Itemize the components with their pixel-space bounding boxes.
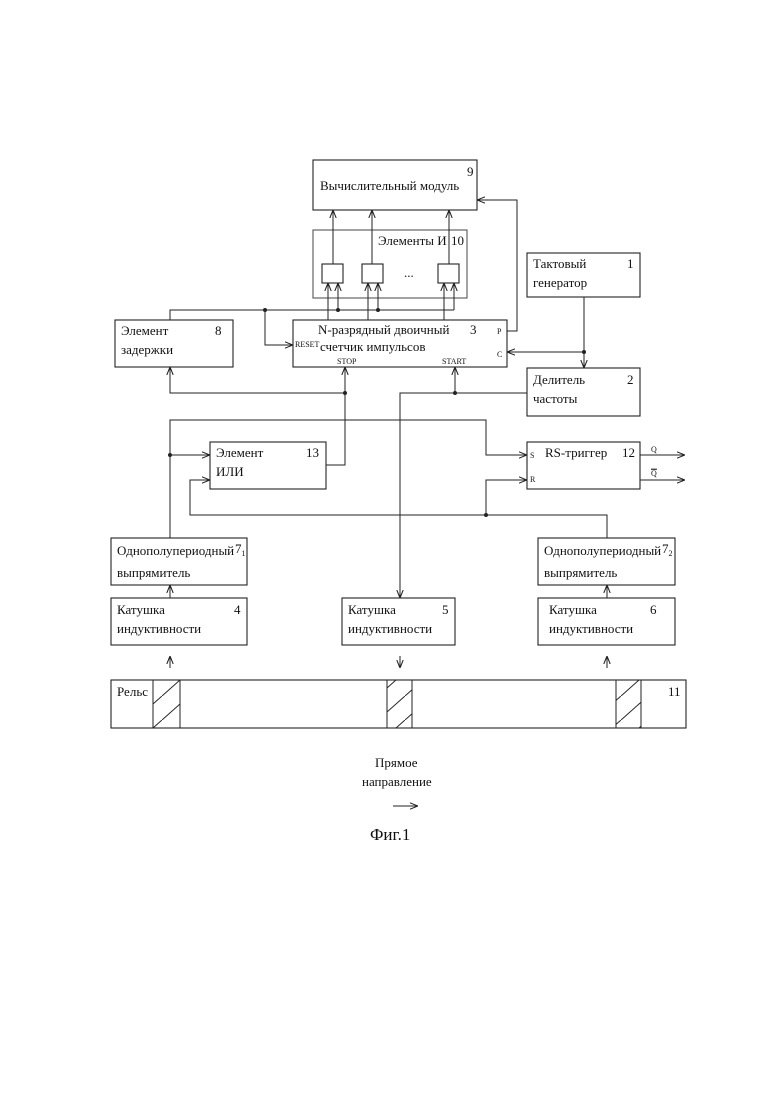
svg-text:выпрямитель: выпрямитель bbox=[117, 565, 190, 580]
svg-text:3: 3 bbox=[470, 322, 477, 337]
block-number: 10 bbox=[451, 233, 464, 248]
svg-text:R: R bbox=[530, 475, 536, 484]
block-rail: Рельс 11 bbox=[111, 680, 686, 728]
block-binary-counter: N-разрядный двоичный счетчик импульсов 3… bbox=[293, 320, 507, 367]
direction-label: Прямое bbox=[375, 755, 418, 770]
block-rectifier-1: Однополупериодный выпрямитель 71 bbox=[111, 538, 247, 585]
gates-ellipsis: ... bbox=[404, 265, 414, 280]
svg-text:Катушка: Катушка bbox=[117, 602, 165, 617]
direction-label: направление bbox=[362, 774, 432, 789]
svg-text:RS-триггер: RS-триггер bbox=[545, 445, 607, 460]
svg-text:счетчик импульсов: счетчик импульсов bbox=[320, 339, 425, 354]
svg-text:Элемент: Элемент bbox=[121, 323, 169, 338]
svg-text:Катушка: Катушка bbox=[549, 602, 597, 617]
block-rectifier-2: Однополупериодный выпрямитель 72 bbox=[538, 538, 675, 585]
svg-text:индуктивности: индуктивности bbox=[348, 621, 432, 636]
svg-text:генератор: генератор bbox=[533, 275, 587, 290]
svg-text:задержки: задержки bbox=[121, 342, 173, 357]
block-label: Вычислительный модуль bbox=[320, 178, 459, 193]
and-gate bbox=[322, 264, 343, 283]
svg-text:1: 1 bbox=[627, 256, 634, 271]
rail-section-hatched bbox=[616, 680, 641, 728]
block-coil-6: Катушка индуктивности 6 bbox=[538, 598, 675, 645]
svg-text:12: 12 bbox=[622, 445, 635, 460]
svg-text:Катушка: Катушка bbox=[348, 602, 396, 617]
rail-section-hatched bbox=[387, 680, 412, 728]
svg-text:Элемент: Элемент bbox=[216, 445, 264, 460]
svg-text:2: 2 bbox=[627, 372, 634, 387]
figure-caption: Фиг.1 bbox=[370, 825, 410, 844]
svg-text:START: START bbox=[442, 357, 466, 366]
block-label: Элементы И bbox=[378, 233, 447, 248]
block-computing-module: Вычислительный модуль 9 bbox=[313, 160, 477, 210]
svg-text:индуктивности: индуктивности bbox=[117, 621, 201, 636]
svg-text:Делитель: Делитель bbox=[533, 372, 585, 387]
svg-text:Q: Q bbox=[651, 445, 657, 454]
svg-text:13: 13 bbox=[306, 445, 319, 460]
svg-text:6: 6 bbox=[650, 602, 657, 617]
and-gate bbox=[362, 264, 383, 283]
svg-text:выпрямитель: выпрямитель bbox=[544, 565, 617, 580]
svg-text:частоты: частоты bbox=[533, 391, 578, 406]
svg-text:P: P bbox=[497, 327, 502, 336]
and-gate bbox=[438, 264, 459, 283]
block-frequency-divider: Делитель частоты 2 bbox=[527, 368, 640, 416]
svg-text:5: 5 bbox=[442, 602, 449, 617]
block-or-element: Элемент ИЛИ 13 bbox=[210, 442, 326, 489]
svg-text:4: 4 bbox=[234, 602, 241, 617]
block-coil-5: Катушка индуктивности 5 bbox=[342, 598, 455, 645]
svg-text:Тактовый: Тактовый bbox=[533, 256, 586, 271]
svg-text:Однополупериодный: Однополупериодный bbox=[117, 543, 234, 558]
svg-text:8: 8 bbox=[215, 323, 222, 338]
svg-text:N-разрядный двоичный: N-разрядный двоичный bbox=[318, 322, 449, 337]
svg-text:индуктивности: индуктивности bbox=[549, 621, 633, 636]
svg-text:RESET: RESET bbox=[295, 340, 320, 349]
svg-text:ИЛИ: ИЛИ bbox=[216, 464, 244, 479]
rail-section-hatched bbox=[153, 680, 180, 728]
svg-text:11: 11 bbox=[668, 684, 681, 699]
svg-text:Q: Q bbox=[651, 469, 657, 478]
svg-text:Однополупериодный: Однополупериодный bbox=[544, 543, 661, 558]
block-clock-generator: Тактовый генератор 1 bbox=[527, 253, 640, 297]
block-delay-element: Элемент задержки 8 bbox=[115, 320, 233, 367]
block-coil-4: Катушка индуктивности 4 bbox=[111, 598, 247, 645]
block-number: 9 bbox=[467, 164, 474, 179]
svg-text:STOP: STOP bbox=[337, 357, 357, 366]
svg-text:S: S bbox=[530, 451, 534, 460]
block-rs-trigger: RS-триггер 12 S R Q Q bbox=[527, 442, 657, 489]
svg-text:C: C bbox=[497, 350, 502, 359]
svg-text:Рельс: Рельс bbox=[117, 684, 148, 699]
